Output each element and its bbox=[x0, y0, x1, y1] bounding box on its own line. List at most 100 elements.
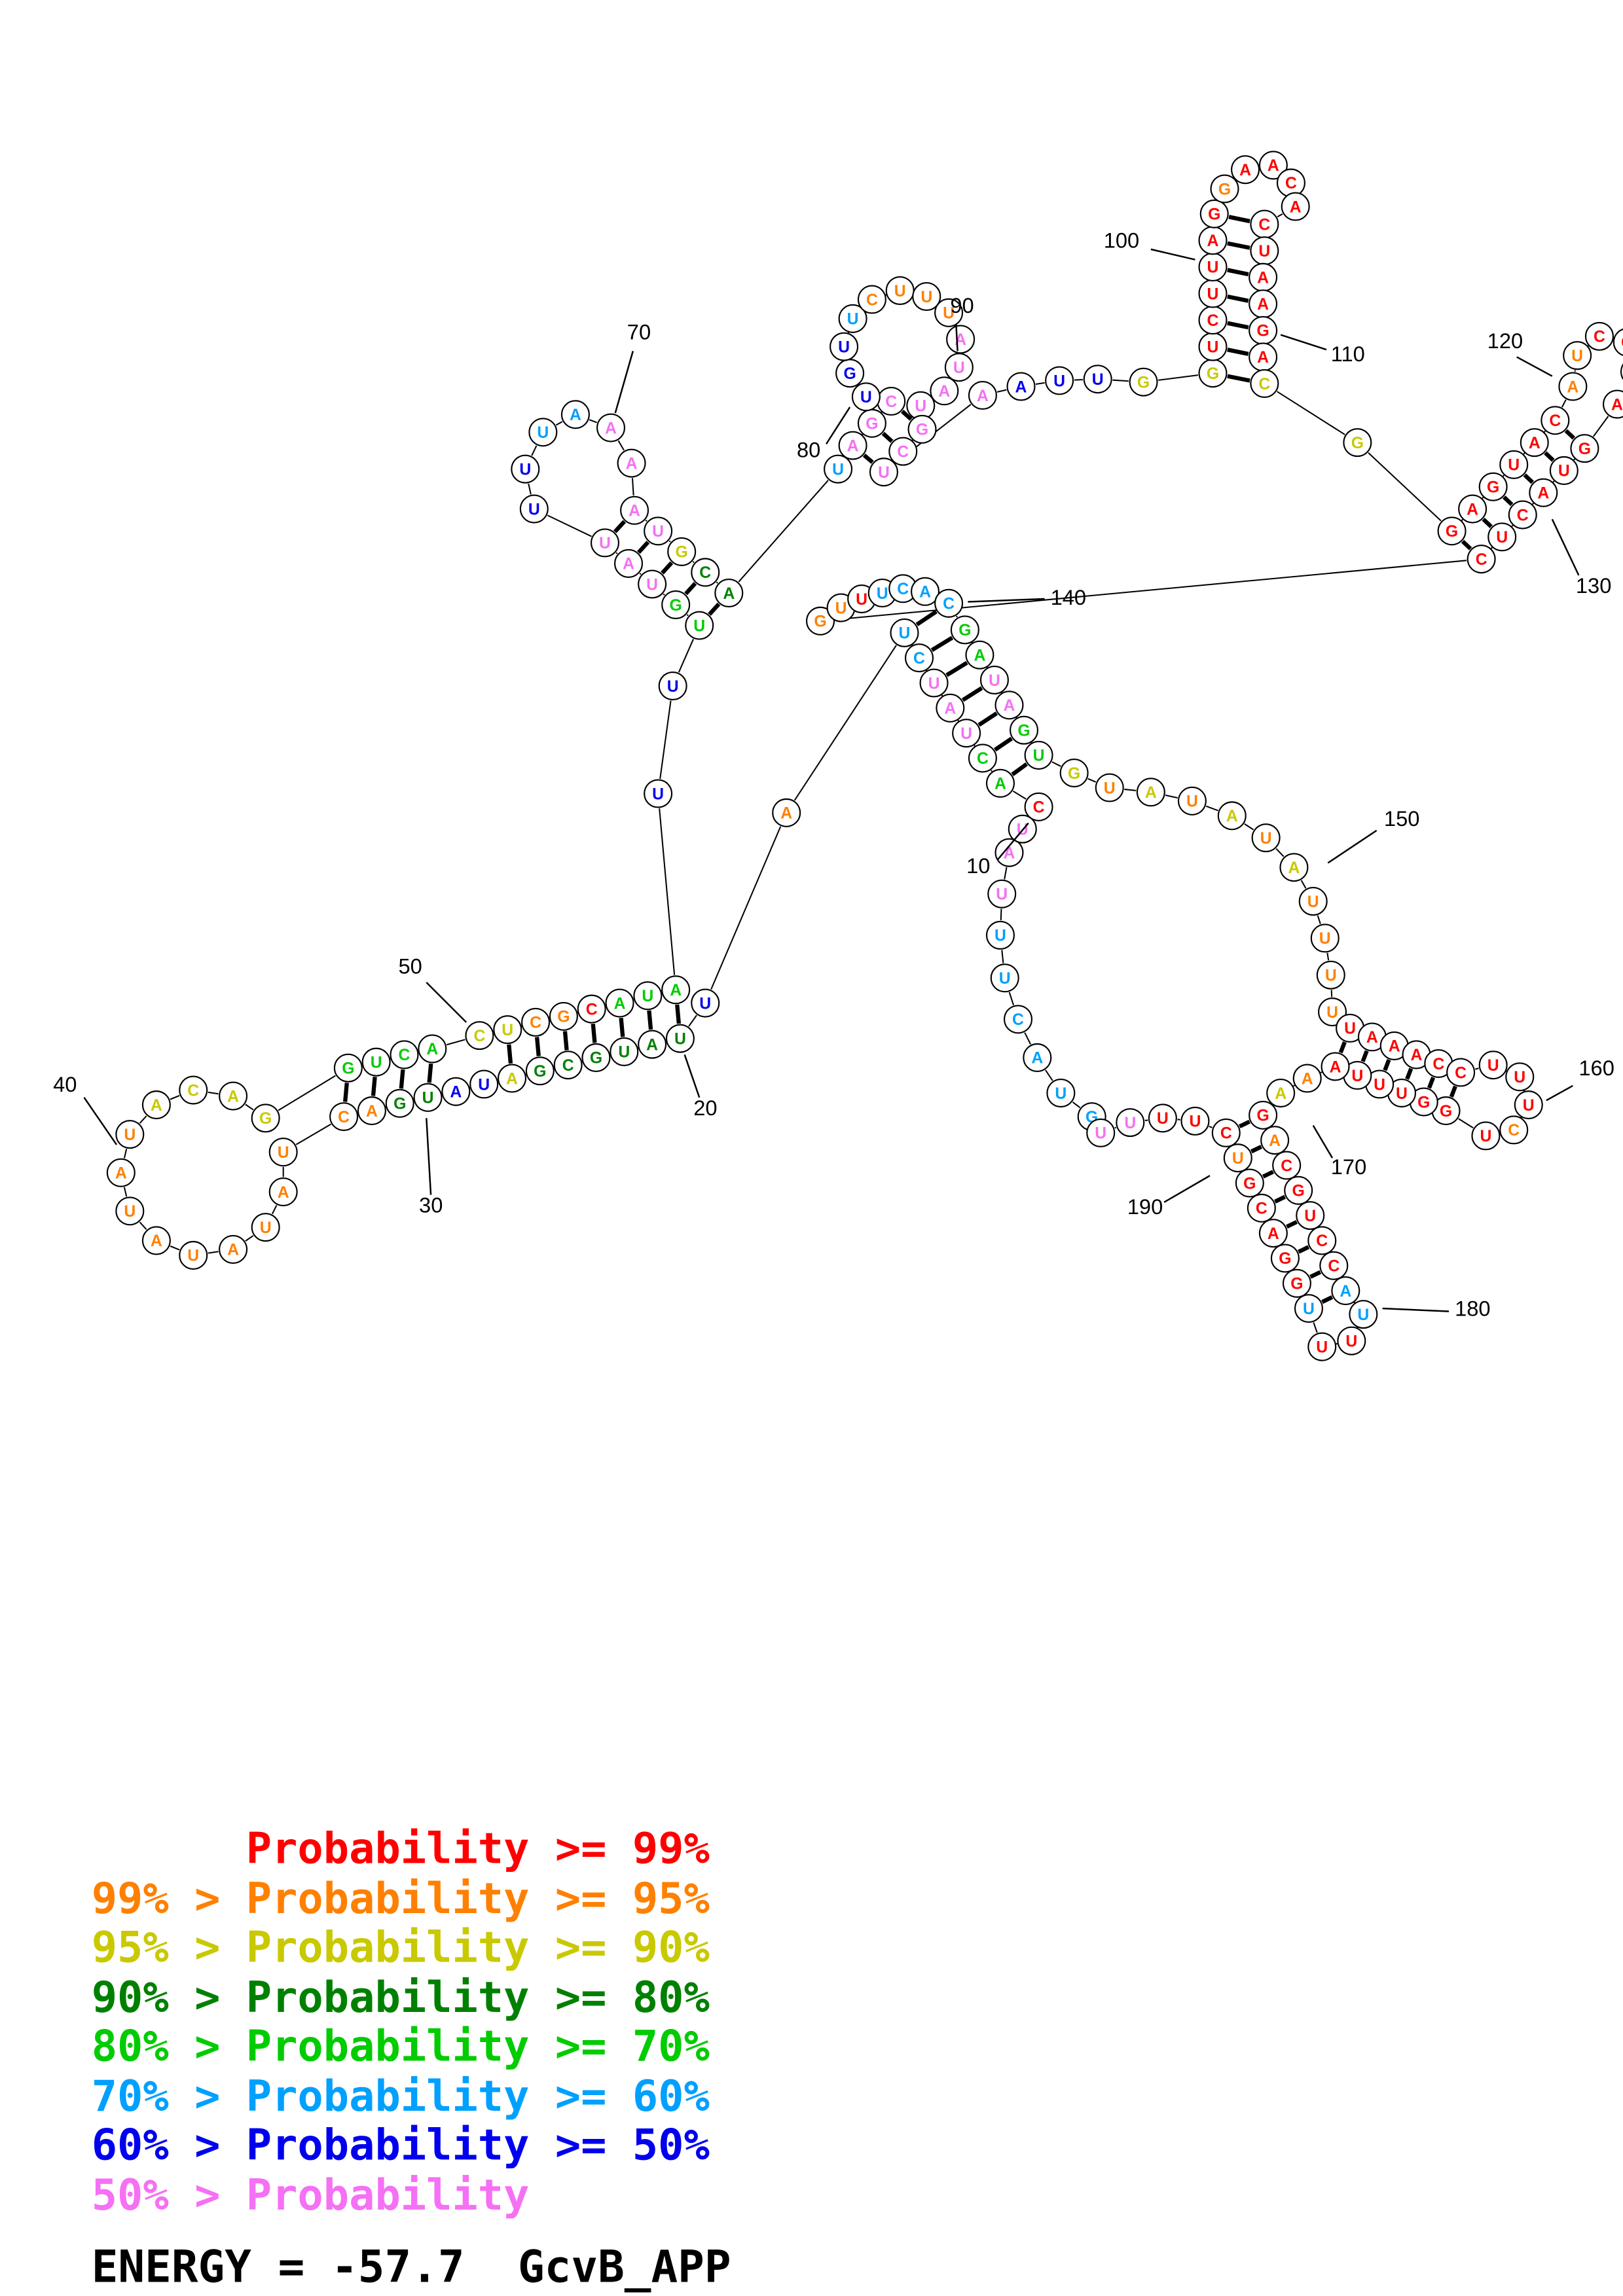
nucleotide-letter: U bbox=[847, 311, 859, 329]
nucleotide-letter: U bbox=[667, 678, 679, 696]
nucleotide-circle bbox=[1499, 450, 1529, 479]
backbone-segment bbox=[990, 770, 993, 772]
nucleotide-circle bbox=[549, 1001, 578, 1031]
legend-row-p70: 80% > Probability >= 70% bbox=[92, 2022, 710, 2072]
nucleotide-letter: G bbox=[1440, 1103, 1452, 1121]
nucleotide-letter: U bbox=[1124, 1115, 1136, 1132]
nucleotide-letter: A bbox=[506, 1070, 518, 1088]
nucleotide-letter: A bbox=[151, 1232, 162, 1250]
nucleotide-letter: U bbox=[921, 289, 932, 306]
nucleotide-circle bbox=[691, 558, 720, 587]
nucleotide-circle bbox=[890, 618, 919, 647]
nucleotide-circle bbox=[952, 719, 981, 748]
nucleotide-circle bbox=[357, 1096, 386, 1126]
nucleotide-letter: U bbox=[994, 927, 1006, 945]
nucleotide-circle bbox=[1199, 199, 1229, 228]
nucleotide-letter: A bbox=[629, 503, 640, 520]
nucleotide-letter: U bbox=[856, 591, 867, 609]
nucleotide-letter: U bbox=[537, 424, 549, 442]
backbone-lines bbox=[123, 166, 1614, 1345]
backbone-segment bbox=[170, 1245, 180, 1251]
backbone-segment bbox=[245, 1103, 254, 1111]
base-pair-bond bbox=[1286, 1220, 1298, 1229]
nucleotide-letter: G bbox=[676, 544, 688, 562]
nucleotide-circle bbox=[1613, 328, 1623, 356]
nucleotide-circle bbox=[644, 516, 673, 546]
label-leader-line bbox=[426, 982, 467, 1023]
nucleotide-letter: C bbox=[1256, 1200, 1267, 1218]
backbone-segment bbox=[710, 826, 782, 990]
nucleotide-circle bbox=[106, 1158, 136, 1187]
nucleotide-letter: U bbox=[1480, 1128, 1491, 1145]
nucleotide-circle bbox=[633, 981, 663, 1011]
nucleotide-letter: A bbox=[1340, 1283, 1351, 1300]
nucleotide-letter: A bbox=[1275, 1085, 1286, 1103]
nucleotide-circle bbox=[1003, 1005, 1033, 1034]
backbone-segment bbox=[1112, 379, 1129, 382]
nucleotide-letter: A bbox=[944, 700, 956, 718]
backbone-segment bbox=[1320, 1071, 1322, 1073]
nucleotide-letter: U bbox=[422, 1090, 434, 1107]
backbone-segment bbox=[123, 1149, 128, 1158]
backbone-segment bbox=[793, 645, 897, 801]
nucleotide-letter: U bbox=[953, 359, 965, 377]
nucleotide-letter: A bbox=[614, 995, 626, 1013]
base-pair-bond bbox=[977, 711, 998, 727]
nucleotide-letter: U bbox=[1307, 893, 1319, 911]
base-pair-bond bbox=[1274, 1194, 1286, 1204]
nucleotide-circle bbox=[1281, 192, 1310, 221]
nucleotide-letter: U bbox=[652, 785, 664, 803]
nucleotide-letter: G bbox=[1446, 523, 1458, 541]
nucleotide-letter: C bbox=[399, 1047, 410, 1064]
nucleotide-circle bbox=[465, 1021, 494, 1050]
nucleotide-letter: U bbox=[1207, 259, 1219, 277]
nucleotide-letter: U bbox=[877, 585, 888, 603]
nucleotide-letter: A bbox=[151, 1097, 162, 1115]
backbone-segment bbox=[1012, 790, 1027, 800]
nucleotide-circle bbox=[115, 1120, 145, 1149]
nucleotide-letter: U bbox=[1558, 463, 1570, 480]
nucleotide-letter: A bbox=[1207, 232, 1219, 250]
base-pair-bond bbox=[1383, 1059, 1391, 1071]
nucleotide-circle bbox=[838, 304, 867, 333]
legend-row-p99: Probability >= 99% bbox=[92, 1824, 710, 1874]
nucleotide-circle bbox=[1310, 924, 1340, 953]
nucleotide-letter: U bbox=[1104, 780, 1116, 797]
nucleotide-circle bbox=[577, 994, 606, 1024]
nucleotide-letter: U bbox=[996, 886, 1008, 904]
backbone-segment bbox=[1523, 452, 1525, 455]
nucleotide-circle bbox=[1307, 1332, 1337, 1361]
nucleotide-circle bbox=[596, 413, 626, 442]
nucleotide-letter: U bbox=[278, 1144, 289, 1162]
nucleotide-circle bbox=[907, 414, 937, 444]
backbone-segment bbox=[528, 483, 532, 495]
nucleotide-letter: A bbox=[1366, 1029, 1378, 1047]
nucleotide-letter: A bbox=[570, 406, 581, 424]
backbone-segment bbox=[663, 593, 665, 596]
base-pair-bond bbox=[661, 561, 674, 575]
nucleotide-circle bbox=[979, 665, 1009, 695]
nucleotide-letter: C bbox=[586, 1001, 598, 1018]
nucleotide-circle bbox=[830, 332, 859, 361]
nucleotide-letter: G bbox=[1256, 1107, 1269, 1125]
probability-legend: Probability >= 99% 99% > Probability >= … bbox=[92, 1824, 731, 2293]
base-pair-bond bbox=[1228, 215, 1250, 224]
nucleotide-circle bbox=[1177, 786, 1207, 816]
nucleotide-circle bbox=[1258, 1219, 1288, 1248]
label-leader-line bbox=[684, 1054, 701, 1098]
nucleotide-letter: C bbox=[1328, 1258, 1340, 1276]
base-pair-bond bbox=[637, 541, 650, 554]
nucleotide-letter: A bbox=[227, 1088, 239, 1105]
nucleotide-letter: U bbox=[260, 1219, 272, 1237]
nucleotide-letter: C bbox=[187, 1082, 199, 1100]
nucleotide-circle bbox=[521, 1007, 551, 1037]
position-number: 70 bbox=[627, 319, 651, 344]
legend-row-plow: 50% > Probability bbox=[92, 2170, 530, 2220]
position-number: 10 bbox=[966, 853, 990, 878]
nucleotide-circle bbox=[1148, 1103, 1177, 1133]
nucleotide-circle bbox=[1116, 1108, 1145, 1138]
nucleotide-circle bbox=[1446, 1058, 1476, 1087]
nucleotide-circle bbox=[497, 1064, 527, 1093]
base-pair-bond bbox=[647, 1010, 653, 1030]
backbone-segment bbox=[1292, 1085, 1295, 1087]
